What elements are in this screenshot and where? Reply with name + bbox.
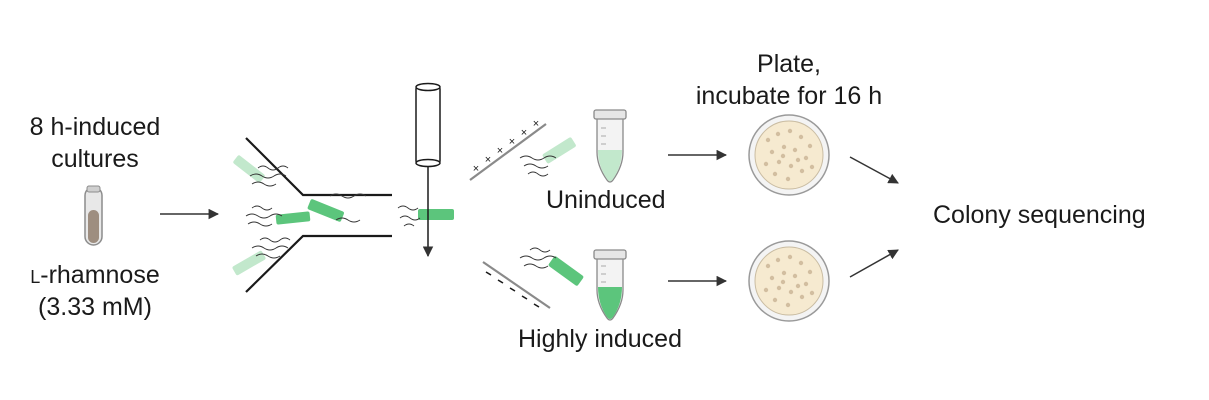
plate-line-2: incubate for 16 h (695, 82, 883, 110)
laser-detector-icon (415, 82, 441, 258)
rhamnose-concentration: (3.33 mM) (38, 293, 152, 321)
svg-text:×: × (485, 154, 491, 166)
highly-induced-cell (519, 247, 584, 286)
colony-sequencing-label: Colony sequencing (933, 201, 1146, 229)
svg-text:×: × (497, 145, 503, 157)
svg-text:×: × (521, 127, 527, 139)
induced-cultures-line-2: cultures (51, 145, 139, 173)
microfluidic-channel (245, 137, 392, 293)
negative-electrode (482, 261, 551, 309)
svg-text:×: × (509, 136, 515, 148)
uninduced-label: Uninduced (546, 186, 666, 214)
highly-induced-label: Highly induced (518, 325, 682, 353)
svg-text:×: × (473, 163, 479, 175)
bottom-petri-plate-icon (748, 240, 830, 322)
rhamnose-l-prefix: l (30, 261, 41, 289)
uninduced-cell (519, 137, 576, 177)
arrow-bottom-to-sequencing (849, 249, 899, 278)
rhamnose-name: l-rhamnose (0, 259, 190, 291)
culture-tube-icon (84, 185, 103, 246)
top-petri-plate-icon (748, 114, 830, 196)
plate-line-1: Plate, (757, 50, 821, 78)
rhamnose-label: l-rhamnose (3.33 mM) (0, 259, 190, 323)
rhamnose-word: -rhamnose (40, 261, 160, 289)
positive-electrode: × × × × × × (469, 118, 547, 181)
induced-cultures-label: 8 h-induced cultures (0, 111, 190, 175)
induced-cultures-line-1: 8 h-induced (29, 113, 161, 141)
arrow-top-to-sequencing (849, 156, 899, 184)
svg-text:×: × (533, 118, 539, 130)
cells-in-channel (232, 155, 454, 276)
plate-incubate-label: Plate, incubate for 16 h (679, 48, 899, 112)
uninduced-tube-icon (593, 109, 627, 183)
highly-induced-tube-icon (593, 249, 627, 321)
